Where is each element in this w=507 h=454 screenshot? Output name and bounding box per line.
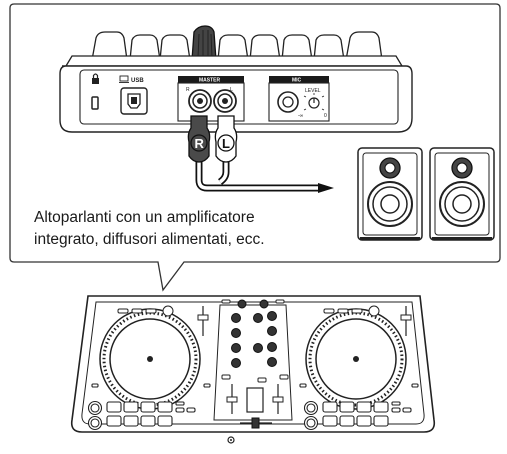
master-l-label: L bbox=[230, 87, 233, 93]
mic-input: MIC LEVEL -∞ 0 bbox=[268, 76, 330, 122]
tempo-slider-right bbox=[400, 306, 412, 336]
speaker-right bbox=[429, 147, 495, 241]
arrow-right-icon bbox=[318, 183, 334, 193]
level-max-label: 0 bbox=[324, 113, 327, 119]
crossfader bbox=[240, 417, 272, 429]
rca-plug-left: L bbox=[214, 115, 238, 163]
rca-plug-left-label: L bbox=[222, 136, 230, 151]
caption-line-1: Altoparlanti con un amplificatore bbox=[34, 209, 255, 226]
rca-plug-right-label: R bbox=[195, 136, 205, 151]
deck-right-pads bbox=[299, 383, 419, 431]
mic-label: MIC bbox=[292, 78, 302, 84]
usb-port: USB bbox=[119, 75, 148, 115]
caption-line-2: integrato, diffusori alimentati, ecc. bbox=[34, 231, 265, 248]
lock-icon bbox=[92, 73, 99, 84]
channel-fader-right bbox=[272, 384, 284, 414]
jog-wheel-right bbox=[305, 308, 407, 410]
deck-left-pads bbox=[87, 383, 211, 431]
channel-fader-left bbox=[226, 384, 238, 414]
security-slot bbox=[91, 96, 99, 110]
usb-label: USB bbox=[131, 78, 144, 84]
speaker-left bbox=[357, 147, 423, 241]
speaker-caption: Altoparlanti con un amplificatore integr… bbox=[34, 207, 334, 251]
rca-plug-right: R bbox=[187, 115, 211, 163]
tempo-slider-left bbox=[197, 306, 209, 336]
usb-icon bbox=[119, 75, 129, 83]
mixer-knobs bbox=[231, 299, 277, 368]
deck-left-top-buttons bbox=[117, 305, 174, 317]
jog-wheel-left bbox=[99, 308, 201, 410]
master-label: MASTER bbox=[199, 78, 221, 84]
deck-right-top-buttons bbox=[323, 305, 380, 317]
rca-cable: R L bbox=[187, 115, 334, 193]
mic-level-knob bbox=[303, 93, 325, 111]
dj-controller bbox=[70, 295, 436, 444]
master-output: MASTER R L bbox=[177, 76, 245, 122]
level-label: LEVEL bbox=[305, 88, 321, 94]
master-r-label: R bbox=[186, 87, 190, 93]
level-min-label: -∞ bbox=[298, 113, 304, 119]
controller-rear-view: USB MASTER R L MIC LEVEL bbox=[59, 25, 413, 133]
